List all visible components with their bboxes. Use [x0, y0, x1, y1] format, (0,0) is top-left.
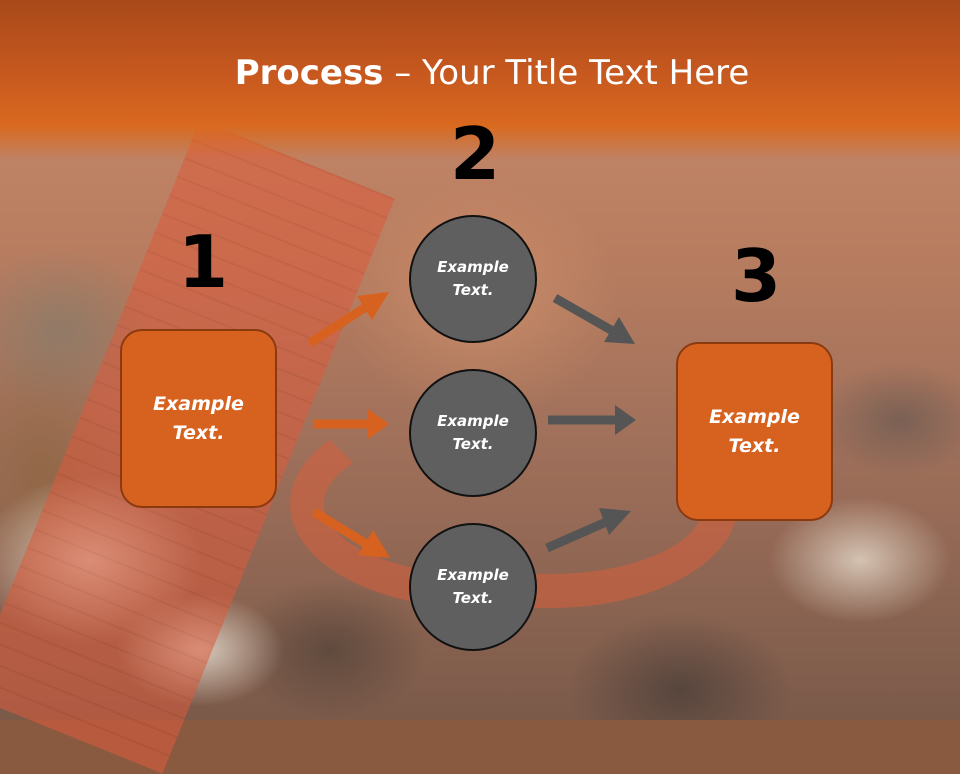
step-3-box[interactable]: Example Text.: [676, 342, 833, 521]
title-band: [0, 0, 960, 160]
step-number-3: 3: [731, 234, 782, 318]
circle-bottom-text: Example Text.: [437, 566, 509, 607]
arrow-gray-down: [552, 294, 635, 344]
step-2-circle-bottom[interactable]: Example Text.: [409, 523, 537, 651]
arrow-gray-up: [545, 508, 631, 553]
step-3-text: Example Text.: [709, 405, 800, 457]
title-bold-part: Process: [234, 53, 384, 93]
step-2-circle-top[interactable]: Example Text.: [409, 215, 537, 343]
arrow-orange-straight: [314, 409, 389, 439]
step-1-text: Example Text.: [153, 392, 244, 444]
circle-top-text: Example Text.: [437, 258, 509, 299]
slide-title: Process – Your Title Text Here: [0, 53, 960, 93]
circle-middle-text: Example Text.: [437, 412, 509, 453]
step-number-1: 1: [178, 220, 229, 304]
title-rest-part: – Your Title Text Here: [383, 53, 750, 93]
step-number-2: 2: [450, 112, 501, 196]
connector-arrows: [307, 292, 636, 558]
arrow-orange-up: [307, 292, 389, 347]
arrow-orange-down: [311, 508, 390, 558]
step-1-box[interactable]: Example Text.: [120, 329, 277, 508]
arrow-gray-straight: [548, 405, 636, 435]
step-2-circle-middle[interactable]: Example Text.: [409, 369, 537, 497]
